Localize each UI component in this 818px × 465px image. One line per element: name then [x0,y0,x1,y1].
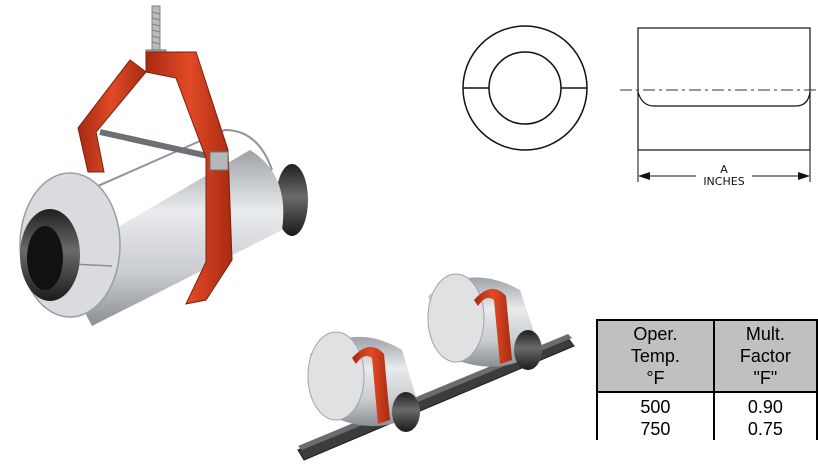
dimension-label: A INCHES [697,164,751,188]
front-strap [352,346,390,424]
header-line: Mult. [745,324,785,344]
header-line: °F [646,368,665,388]
header-line: Factor [739,346,791,366]
factor-cell: 0.90 [712,392,818,418]
table-row: 500 0.90 [596,392,818,418]
front-pipe-end [392,392,420,432]
channel-strap-assembly [297,273,575,461]
arrowhead-right [798,172,810,180]
pipe-end-right [276,164,308,236]
rod-threads [151,11,161,45]
rear-strap [474,288,512,364]
side-view-outline [637,27,811,151]
header-line: "F" [753,368,778,388]
dimension-letter: A [720,163,728,176]
front-insulation-end [307,331,365,421]
table-header-row: Oper. Temp. °F Mult. Factor "F" [596,319,818,393]
hanger-strap-front [145,51,233,305]
header-oper-temp: Oper. Temp. °F [596,319,715,393]
header-mult-factor: Mult. Factor "F" [712,319,818,393]
temperature-factor-table: Oper. Temp. °F Mult. Factor "F" 500 0.90… [596,319,818,440]
hanger-strap-back [77,59,147,173]
split-seam [637,91,811,107]
clevis-hanger-illustration [19,5,308,326]
insulation-top-edge [31,128,273,216]
pipe-bore [27,226,63,290]
shield-end-view [462,25,588,151]
hex-nut-front [209,151,229,171]
rear-insulation-end [427,273,485,363]
header-line: Oper. [633,324,678,344]
factor-cell: 0.75 [712,418,818,440]
temp-cell: 750 [596,418,715,440]
inner-circle [488,51,562,125]
dimension-unit: INCHES [703,175,745,188]
temp-cell: 500 [596,392,715,418]
rear-pipe-end [514,330,542,370]
header-line: Temp. [630,346,680,366]
table-row: 750 0.75 [596,418,818,440]
arrowhead-left [638,172,650,180]
shield-side-view [620,27,818,182]
